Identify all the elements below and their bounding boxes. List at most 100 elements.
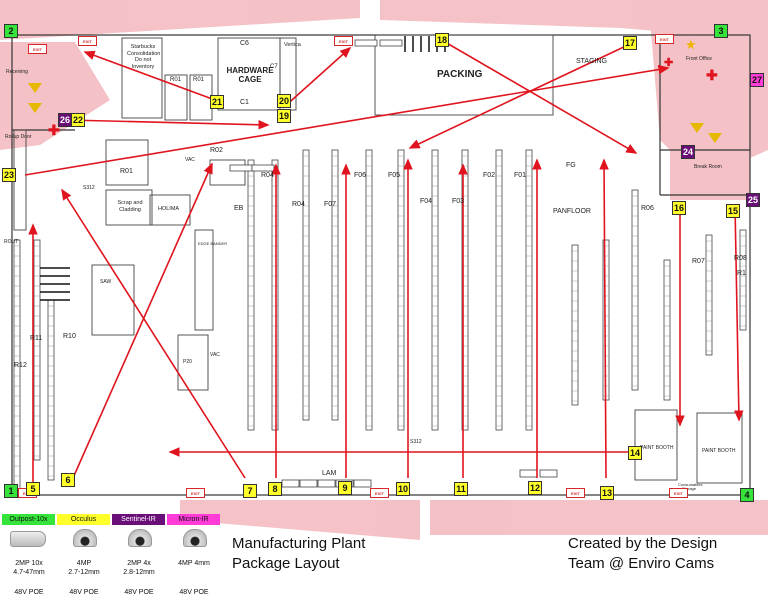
camera-marker-1: 1 xyxy=(4,484,18,498)
vac-label: VAC xyxy=(185,157,195,163)
credit-line2: Team @ Enviro Cams xyxy=(568,555,715,572)
rack-row xyxy=(397,149,405,431)
exit-sign: EXIT xyxy=(669,488,688,498)
camera-marker-20: 20 xyxy=(277,94,291,108)
p20-label: P20 xyxy=(183,359,192,365)
camera-sightline-arrow xyxy=(67,119,270,130)
rack-row xyxy=(331,149,339,421)
r06-label: R06 xyxy=(641,205,654,212)
legend-spec-resolution: 4MP 4mm xyxy=(178,560,210,567)
camera-marker-2: 2 xyxy=(4,24,18,38)
front-office-label: Front Office xyxy=(686,56,713,62)
r01-label-b: R01 xyxy=(193,77,205,83)
legend-spec-resolution: 2MP 4x xyxy=(127,560,151,567)
camera-sightline-arrow xyxy=(734,204,744,422)
mini-dome-camera-icon xyxy=(183,529,207,547)
camera-marker-13: 13 xyxy=(600,486,614,500)
exit-sign: EXIT xyxy=(28,44,47,54)
eb-label: EB xyxy=(234,205,244,212)
r01-label-a: R01 xyxy=(170,77,182,83)
r08-label: R08 xyxy=(734,255,747,262)
rack-row xyxy=(539,469,558,478)
star-icon: ★ xyxy=(685,37,697,52)
break-room-label: Break Room xyxy=(694,164,722,170)
rack-row xyxy=(461,149,469,431)
exit-sign: EXIT xyxy=(370,488,389,498)
camera-sightline-arrow xyxy=(599,158,609,479)
camera-marker-25: 25 xyxy=(746,193,760,207)
r01-room-label: R01 xyxy=(120,168,133,175)
camera-marker-17: 17 xyxy=(623,36,637,50)
rack-row xyxy=(317,479,336,488)
saw-label: SAW xyxy=(100,279,112,285)
exit-sign: EXIT xyxy=(566,488,585,498)
rollup-label: Rollup Door xyxy=(5,134,32,140)
first-aid-icon: ✚ xyxy=(664,57,674,69)
consumables-label: Consumables Storage xyxy=(678,482,703,491)
rack-row xyxy=(247,159,255,431)
lam-label: LAM xyxy=(322,470,337,477)
camera-sightline-arrow xyxy=(24,64,670,176)
dome-camera-icon xyxy=(73,529,97,547)
caution-sign-icon xyxy=(28,83,42,93)
f01-label: F01 xyxy=(514,172,527,179)
legend-spec-power: 48V POE xyxy=(69,589,99,596)
paint-booth-1-label: PAINT BOOTH xyxy=(640,445,674,451)
coverage-zones xyxy=(0,0,768,540)
legend-camera-name: Occulus xyxy=(57,514,110,525)
rack-row xyxy=(525,149,533,431)
camera-marker-14: 14 xyxy=(628,446,642,460)
exit-sign: EXIT xyxy=(655,34,674,44)
camera-marker-21: 21 xyxy=(210,95,224,109)
rack-row xyxy=(353,479,372,488)
receiving-label: Receiving xyxy=(6,69,28,75)
scrap-cladding-label: Scrap and Cladding xyxy=(117,200,143,213)
rout-label: ROUT xyxy=(4,239,19,245)
first-aid-icon: ✚ xyxy=(48,122,60,138)
camera-marker-26: 26 xyxy=(58,113,72,127)
camera-marker-23: 23 xyxy=(2,168,16,182)
camera-marker-19: 19 xyxy=(277,109,291,123)
camera-sightline-arrow xyxy=(444,41,638,154)
caution-sign-icon xyxy=(708,133,722,143)
r04-label: R04 xyxy=(292,201,305,208)
legend-spec-lens: 2.7-12mm xyxy=(68,569,100,576)
vac-label-2: VAC xyxy=(210,352,220,358)
camera-marker-8: 8 xyxy=(268,482,282,496)
camera-marker-24: 24 xyxy=(681,145,695,159)
caution-sign-icon xyxy=(690,123,704,133)
rack-rows xyxy=(13,36,747,491)
legend-spec-power: 48V POE xyxy=(179,589,209,596)
r02-label: R02 xyxy=(210,147,223,154)
rack-row xyxy=(271,159,279,431)
rack-row xyxy=(365,149,373,431)
camera-marker-3: 3 xyxy=(714,24,728,38)
rack-row xyxy=(302,149,310,421)
paint-booth-2-label: PAINT BOOTH xyxy=(702,448,736,454)
panfloor-label: PANFLOOR xyxy=(553,208,591,215)
credit-line1: Created by the Design xyxy=(568,535,718,552)
legend-camera-name: Outpost-10x xyxy=(2,514,55,525)
rack-row xyxy=(33,239,41,461)
f03-label: F03 xyxy=(452,198,465,205)
bullet-camera-icon xyxy=(10,531,46,547)
ptz-dome-camera-icon xyxy=(128,529,152,547)
camera-marker-11: 11 xyxy=(454,482,468,496)
rack-row xyxy=(281,479,300,488)
rack-row xyxy=(229,164,253,172)
first-aid-icon: ✚ xyxy=(706,67,718,83)
vertica-label: Vertica xyxy=(284,42,301,48)
rack-row xyxy=(705,234,713,356)
c6-label: C6 xyxy=(240,40,249,47)
camera-sightlines xyxy=(24,41,744,485)
holima-label: HOLIMA xyxy=(158,206,180,212)
s312-label-b: S312 xyxy=(410,439,422,445)
rack-row xyxy=(299,479,318,488)
camera-marker-5: 5 xyxy=(26,482,40,496)
rack-row xyxy=(379,39,403,47)
